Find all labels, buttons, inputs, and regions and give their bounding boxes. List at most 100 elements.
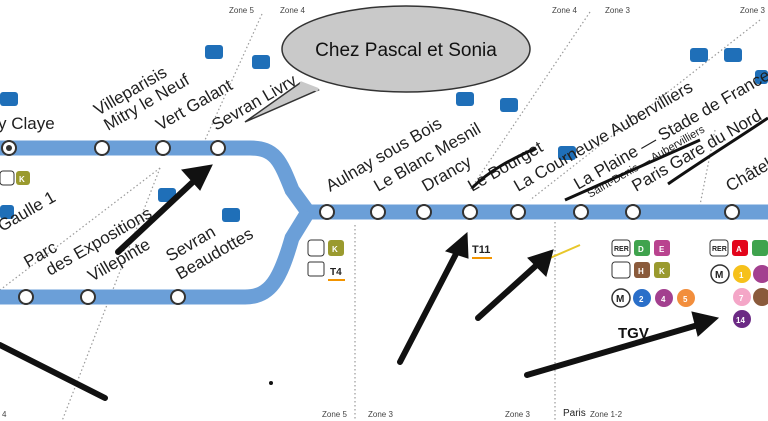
train-icon — [0, 170, 15, 186]
speech-bubble-body — [281, 5, 531, 93]
metro-4-label: 4 — [661, 295, 666, 304]
rer-badge — [709, 239, 729, 257]
speech-bubble-text: Chez Pascal et Sonia — [315, 40, 497, 61]
arrow-to-courneuve — [475, 259, 543, 321]
arrowhead — [181, 164, 213, 191]
rer-badge — [611, 239, 631, 257]
line-K-badge — [328, 240, 344, 256]
tram-T11-label: T11 — [472, 244, 490, 256]
line-K-label: K — [332, 245, 338, 254]
line-D-label: D — [638, 245, 644, 254]
accessibility-icon — [0, 92, 18, 106]
station-dot-blanc-mesnil[interactable] — [370, 204, 386, 220]
line-A-label: A — [736, 245, 742, 254]
station-dot-drancy[interactable] — [416, 204, 432, 220]
metro-icon — [710, 264, 730, 284]
station-dot-chatelet[interactable] — [724, 204, 740, 220]
metro-1-badge — [733, 265, 751, 283]
handdrawn-underline — [667, 116, 768, 186]
line-E-label: E — [659, 245, 665, 254]
zone-label: Zone 5 — [229, 6, 254, 15]
zone-label: Zone 3 — [505, 410, 530, 419]
arrow-to-le-bourget — [397, 247, 461, 365]
station-dot-sevran-livry[interactable] — [210, 140, 226, 156]
annotation-arrows — [0, 164, 720, 401]
rer-line-lower-branch — [0, 208, 315, 305]
station-dot-bourget[interactable] — [462, 204, 478, 220]
station-dots — [1, 140, 740, 305]
arrowhead — [691, 311, 720, 337]
metro-11-badge — [753, 288, 768, 306]
rer-label: RER — [614, 246, 629, 253]
accessibility-icon — [558, 146, 576, 160]
station-dot-villepinte[interactable] — [80, 289, 96, 305]
station-dot-parc[interactable] — [18, 289, 34, 305]
line-K-badge — [654, 262, 670, 278]
metro-label: M — [616, 294, 624, 305]
metro-1-label: 1 — [739, 271, 744, 280]
handdrawn-underline — [470, 146, 537, 190]
zone-label: Zone 1-2 — [590, 410, 623, 419]
line-D-badge — [752, 240, 768, 256]
rer-line-upper-branch — [0, 140, 768, 220]
zone-label: Zone 3 — [368, 410, 393, 419]
accessibility-icon — [0, 205, 14, 219]
accessibility-icon — [205, 45, 223, 59]
metro-5-badge — [677, 289, 695, 307]
zone-label: Zone 4 — [552, 6, 577, 15]
accessibility-icon — [456, 92, 474, 106]
speech-bubble: Chez Pascal et Sonia — [244, 5, 531, 123]
accessibility-icon — [724, 48, 742, 62]
arrowhead — [444, 231, 469, 259]
dot-mark — [269, 381, 273, 385]
metro-7-badge — [733, 288, 751, 306]
accessibility-icons — [0, 45, 768, 222]
station-label-gaulle: Gaulle 1 — [0, 187, 59, 235]
station-dot-courneuve[interactable] — [510, 204, 526, 220]
line-D-badge — [634, 240, 650, 256]
metro-14-badge — [733, 310, 751, 328]
accessibility-icon — [252, 55, 270, 69]
metro-7-label: 7 — [739, 294, 744, 303]
metro-5-label: 5 — [683, 295, 688, 304]
zone-label: Zone 3 — [740, 6, 765, 15]
station-dot-mitry[interactable] — [94, 140, 110, 156]
line-K-badge — [16, 171, 30, 185]
handdrawn-underline — [564, 138, 701, 202]
zone-label: Zone 4 — [280, 6, 305, 15]
yellow-mark — [549, 244, 581, 259]
line-K-label: K — [659, 267, 665, 276]
station-dot-plaine[interactable] — [573, 204, 589, 220]
metro-4-badge — [655, 289, 673, 307]
tgv-label: TGV — [618, 325, 649, 342]
station-dot-vert-galant[interactable] — [155, 140, 171, 156]
tram-icon — [307, 261, 325, 277]
zone-label: 4 — [2, 410, 7, 419]
train-icon — [307, 239, 325, 257]
arrow-to-chatelet — [524, 322, 701, 378]
rer-label: RER — [712, 246, 727, 253]
zone-label: Zone 3 — [605, 6, 630, 15]
station-dot-gare-nord[interactable] — [625, 204, 641, 220]
tram-T4-label: T4 — [330, 267, 342, 278]
station-label-chatelet: Châtel — [723, 154, 768, 195]
station-dot-aulnay[interactable] — [319, 204, 335, 220]
arrow-to-sevran-livry — [115, 177, 198, 255]
speech-bubble-join — [299, 81, 319, 92]
accessibility-icon — [690, 48, 708, 62]
train-icon — [611, 261, 631, 279]
metro-14-label: 14 — [736, 316, 745, 325]
metro-label: M — [715, 270, 723, 281]
metro-2-badge — [633, 289, 651, 307]
metro-icon — [611, 288, 631, 308]
metro-2-label: 2 — [639, 295, 644, 304]
accessibility-icon — [500, 98, 518, 112]
line-H-label: H — [638, 267, 644, 276]
zone-label: Zone 5 — [322, 410, 347, 419]
accessibility-icon — [222, 208, 240, 222]
station-dot-sevran-beaudottes[interactable] — [170, 289, 186, 305]
line-E-badge — [654, 240, 670, 256]
metro-4-badge — [753, 265, 768, 283]
